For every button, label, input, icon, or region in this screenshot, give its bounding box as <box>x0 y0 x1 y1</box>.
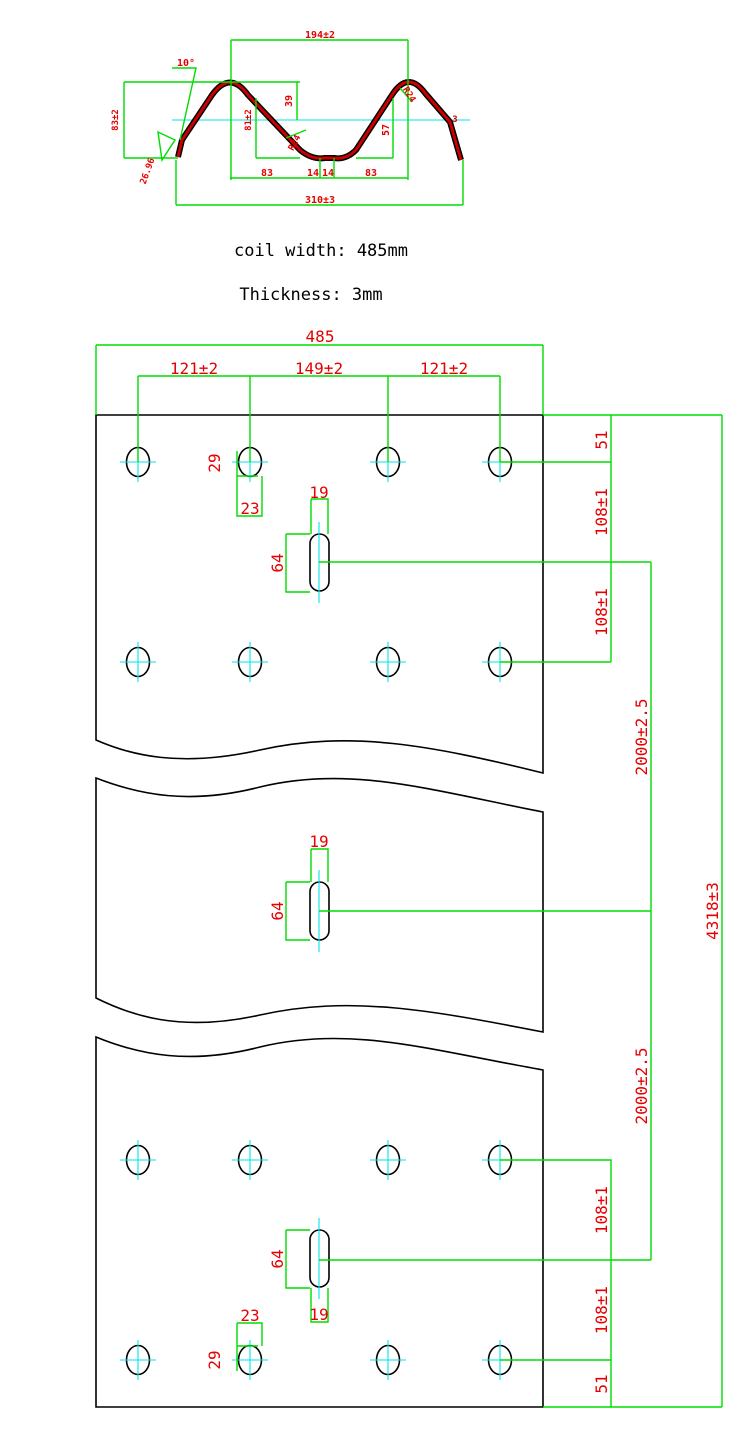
dim-span-1-label: 2000±2.5 <box>632 698 651 775</box>
dim-span-2-label: 2000±2.5 <box>632 1047 651 1124</box>
plate-outline <box>95 414 544 1408</box>
dim-pitch-top-2-label: 108±1 <box>592 588 611 636</box>
dim-hole-top-w-label: 23 <box>240 499 259 518</box>
dim-right-top <box>319 414 722 663</box>
dim-thickness-label: 3 <box>452 115 457 125</box>
dim-h81 <box>255 98 300 159</box>
dim-spacing-mid-label: 149±2 <box>295 359 343 378</box>
round-hole <box>232 1140 268 1180</box>
dim-h57 <box>356 98 394 159</box>
coil-width-note: coil width: 485mm <box>234 241 408 261</box>
dim-plate-width-label: 485 <box>306 327 335 346</box>
round-hole <box>370 642 406 682</box>
dim-bottom-83-right-label: 83 <box>365 168 377 179</box>
round-hole <box>370 1340 406 1380</box>
dim-hole-bottom <box>236 1322 263 1371</box>
dim-flange <box>157 130 177 162</box>
dim-hole-top <box>236 451 263 517</box>
dim-spacing-right-label: 121±2 <box>420 359 468 378</box>
dim-right-bottom <box>500 415 723 1408</box>
dim-hole-top-h-label: 29 <box>205 453 224 472</box>
dim-pitch-bot-2-label: 108±1 <box>592 1286 611 1334</box>
dim-h39-label: 39 <box>284 95 295 107</box>
plate-bottom-segment <box>95 1035 544 1408</box>
dim-h57-label: 57 <box>381 124 392 136</box>
dim-right-spans <box>319 562 652 1261</box>
plate-middle-segment <box>95 776 544 1033</box>
dim-slot-top-w-label: 19 <box>309 483 328 502</box>
round-hole <box>232 642 268 682</box>
dim-slot-middle <box>285 848 329 941</box>
dim-total-width-label: 310±3 <box>305 195 335 206</box>
profile-outline <box>175 79 464 162</box>
dim-total-length-label: 4318±3 <box>703 882 722 940</box>
dim-slot-top-h-label: 64 <box>268 553 287 572</box>
dim-slot-mid-h-label: 64 <box>268 901 287 920</box>
dim-top-width-label: 194±2 <box>305 30 335 41</box>
dim-bottom-83-left-label: 83 <box>261 168 273 179</box>
dim-h83-label: 83±2 <box>111 109 121 131</box>
round-hole <box>370 1140 406 1180</box>
dim-edge-bot-label: 51 <box>592 1374 611 1393</box>
dim-hole-spacing <box>137 375 501 462</box>
plate-dimensions: 485 121±2 149±2 121±2 29 23 19 64 19 64 … <box>95 327 723 1408</box>
dim-edge-top-label: 51 <box>592 430 611 449</box>
slot-bottom <box>309 1218 330 1299</box>
dim-slot-mid-w-label: 19 <box>309 832 328 851</box>
dim-slot-bottom <box>285 1229 329 1323</box>
dim-plate-width <box>95 344 544 415</box>
dim-angle-label: 10° <box>177 58 195 69</box>
profile-section: 194±2 10° 83±2 39 81±2 R24 R24 57 3 26.9… <box>111 30 470 206</box>
dim-r24-right-label: R24 <box>400 85 417 105</box>
dim-flange-label: 26.96 <box>139 157 158 186</box>
dim-total-width <box>175 160 464 206</box>
dim-spacing-left-label: 121±2 <box>170 359 218 378</box>
dim-bottom-14-left-label: 14 <box>307 168 319 179</box>
thickness-note: Thickness: 3mm <box>239 285 382 305</box>
profile-fill <box>176 80 463 161</box>
dim-top-width <box>230 39 409 180</box>
dim-hole-bot-h-label: 29 <box>205 1350 224 1369</box>
round-hole <box>120 1140 156 1180</box>
dim-r24-left-leader <box>285 129 307 139</box>
dim-r24-right-leader <box>399 87 413 103</box>
dim-h81-label: 81±2 <box>244 109 254 131</box>
dim-pitch-bot-1-label: 108±1 <box>592 1186 611 1234</box>
dim-slot-top <box>285 498 329 593</box>
dim-slot-bot-w-label: 19 <box>309 1305 328 1324</box>
plate-top-segment <box>95 414 544 775</box>
dim-bottom-14-right-label: 14 <box>322 168 334 179</box>
dim-slot-bot-h-label: 64 <box>268 1249 287 1268</box>
dim-pitch-top-1-label: 108±1 <box>592 488 611 536</box>
dim-h83 <box>123 81 300 159</box>
dim-angle <box>172 67 197 141</box>
dim-bottom-83 <box>230 158 408 179</box>
round-hole <box>120 1340 156 1380</box>
dim-hole-bot-w-label: 23 <box>240 1306 259 1325</box>
round-hole <box>120 642 156 682</box>
